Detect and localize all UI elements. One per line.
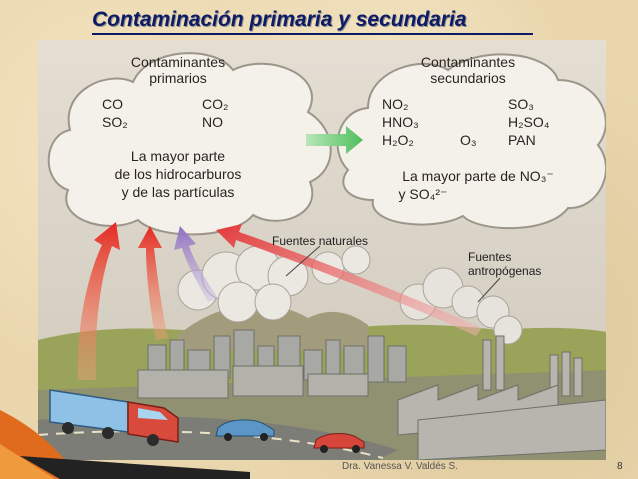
secondary-pollutant: SO₃ <box>508 96 534 112</box>
secondary-cloud-desc-2: y SO₄²⁻ <box>398 186 448 202</box>
anthropogenic-label-2: antropógenas <box>468 264 542 278</box>
primary-pollutant: NO <box>202 114 223 130</box>
car-blue <box>215 419 275 441</box>
transformation-arrow <box>306 126 363 154</box>
corner-swoosh <box>0 410 250 479</box>
emission-arrow-purple <box>174 226 218 302</box>
footer-author: Dra. Vanessa V. Valdés S. <box>342 461 458 472</box>
car-red <box>313 433 365 453</box>
city-buildings <box>137 329 407 399</box>
primary-pollutant: SO₂ <box>102 114 128 130</box>
illustration-panel: Contaminantes primarios CO CO₂ SO₂ NO La… <box>38 40 606 460</box>
natural-sources-leader <box>285 245 321 277</box>
secondary-pollutant: H₂O₂ <box>382 132 414 148</box>
secondary-cloud-desc-1: La mayor parte de NO₃⁻ <box>402 168 554 184</box>
primary-cloud-header-2: primarios <box>149 70 207 86</box>
anthropogenic-leader <box>477 277 501 303</box>
pollution-illustration <box>38 40 606 460</box>
factory-smoke <box>399 267 523 345</box>
secondary-cloud-header-2: secundarios <box>430 70 506 86</box>
primary-pollutants-cloud <box>47 52 332 236</box>
secondary-pollutant: H₂SO₄ <box>508 114 550 130</box>
emission-arrow-red-2 <box>138 226 168 340</box>
truck <box>49 389 179 446</box>
primary-cloud-header-1: Contaminantes <box>130 54 226 70</box>
secondary-cloud-header-1: Contaminantes <box>420 54 516 70</box>
slide-title: Contaminación primaria y secundaria <box>92 8 467 31</box>
anthropogenic-label-1: Fuentes <box>468 250 512 264</box>
primary-cloud-desc-1: La mayor parte <box>130 148 226 164</box>
page-number: 8 <box>617 461 623 472</box>
secondary-pollutants-cloud <box>336 53 606 230</box>
secondary-pollutant: HNO₃ <box>382 114 419 130</box>
factory <box>397 335 606 460</box>
secondary-pollutant: NO₂ <box>382 96 409 112</box>
primary-cloud-desc-2: de los hidrocarburos <box>114 166 242 182</box>
primary-pollutant: CO <box>102 96 123 112</box>
emission-arrow-factory <box>216 224 482 336</box>
secondary-pollutant: O₃ <box>460 132 477 148</box>
primary-cloud-desc-3: y de las partículas <box>121 184 235 200</box>
emission-arrow-red-1 <box>77 222 120 380</box>
secondary-pollutant: PAN <box>508 132 536 148</box>
natural-sources-label: Fuentes naturales <box>272 234 369 248</box>
primary-pollutant: CO₂ <box>202 96 229 112</box>
title-underline <box>92 33 533 35</box>
